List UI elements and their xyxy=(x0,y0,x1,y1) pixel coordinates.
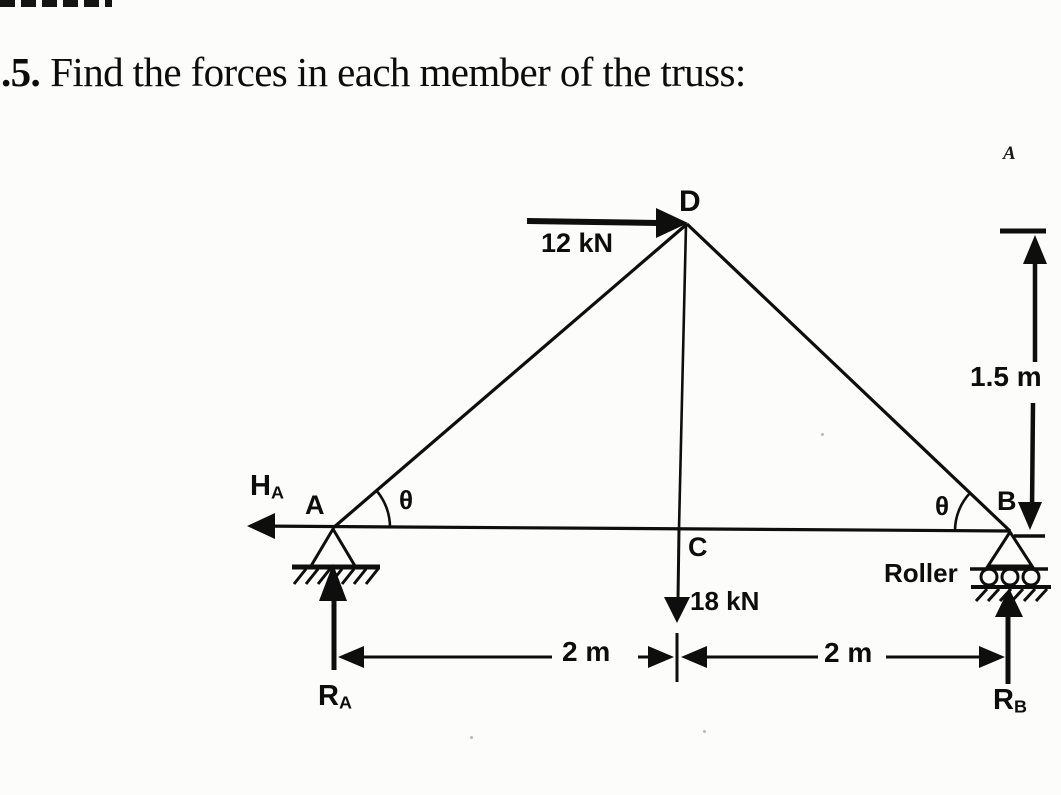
joint-label-c: C xyxy=(688,532,708,562)
dim-label-height: 1.5 m xyxy=(970,361,1042,392)
angle-arc-b xyxy=(953,492,971,532)
problem-number: .5. xyxy=(1,49,41,95)
member-ab xyxy=(251,524,1011,533)
ra-symbol: R xyxy=(318,680,339,712)
pin-support-triangle xyxy=(308,526,358,568)
joint-label-b: B xyxy=(997,486,1017,516)
joint-label-a: A xyxy=(305,490,325,520)
load-18kn-arrowhead xyxy=(664,597,690,623)
load-label-18kn: 18 kN xyxy=(690,586,760,616)
reaction-label-ha: HA xyxy=(250,472,284,502)
dim-label-right-span: 2 m xyxy=(824,637,873,668)
member-db xyxy=(685,222,1012,533)
rb-symbol: R xyxy=(993,684,1014,716)
dim-label-left-span: 2 m xyxy=(562,636,611,667)
problem-text: Find the forces in each member of the tr… xyxy=(50,49,746,95)
load-12kn-shaft xyxy=(526,218,659,226)
rb-subscript: B xyxy=(1013,696,1027,717)
roller-wheel-2 xyxy=(1000,567,1020,587)
height-dim-shaft-lower xyxy=(1029,402,1036,512)
load-label-12kn: 12 kN xyxy=(541,228,614,258)
joint-label-d: D xyxy=(679,185,701,218)
cutoff-corner-glyph: A xyxy=(1003,143,1016,164)
height-dim-down-arrowhead xyxy=(1018,502,1042,530)
ha-symbol: H xyxy=(250,470,271,502)
clipped-text-fragment xyxy=(0,0,112,7)
scan-speckle xyxy=(703,730,706,733)
angle-arc-a xyxy=(375,489,392,529)
ha-arrowhead xyxy=(247,513,275,539)
load-12kn-arrowhead xyxy=(656,208,688,238)
ra-subscript: A xyxy=(338,692,352,713)
roller-label: Roller xyxy=(884,558,958,588)
dim-left-arrowhead-left xyxy=(338,646,364,668)
reaction-label-rb: RB xyxy=(993,686,1027,716)
dim-left-arrowhead-right xyxy=(648,646,674,668)
angle-label-b: θ xyxy=(935,491,950,521)
dim-right-arrowhead-right xyxy=(979,646,1005,668)
dim-right-arrowhead-left xyxy=(681,646,707,668)
reaction-label-ra: RA xyxy=(318,682,352,712)
load-18kn-shaft xyxy=(676,528,681,600)
roller-wheel-3 xyxy=(1021,567,1041,587)
scan-speckle xyxy=(470,736,473,739)
roller-support-triangle xyxy=(985,529,1035,568)
roller-ground-hatching xyxy=(974,587,1049,603)
member-dc xyxy=(677,224,688,530)
height-dim-up-arrowhead xyxy=(1023,235,1047,264)
member-ad xyxy=(331,222,689,530)
problem-title: .5.Find the forces in each member of the… xyxy=(1,48,746,96)
ha-subscript: A xyxy=(270,482,284,503)
rb-arrowhead xyxy=(995,588,1023,617)
ra-arrowhead xyxy=(319,564,347,601)
angle-label-a: θ xyxy=(399,485,414,515)
scan-speckle xyxy=(821,433,824,436)
roller-wheel-1 xyxy=(979,567,999,587)
